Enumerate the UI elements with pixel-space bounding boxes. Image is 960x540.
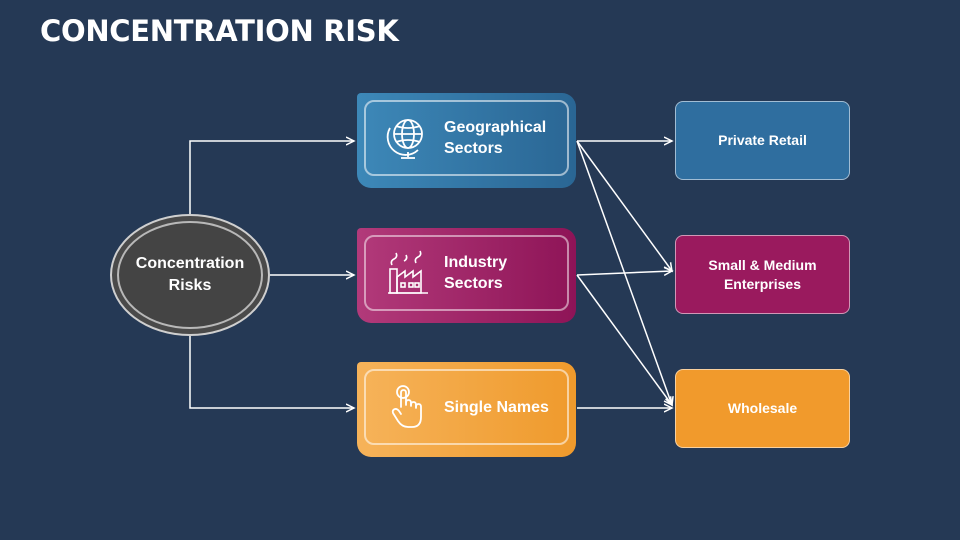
globe-icon (386, 119, 423, 159)
target-wholesale-label: Wholesale (728, 399, 797, 418)
connector-geo-sme (576, 140, 672, 271)
factory-icon (388, 250, 428, 294)
sector-single-names-inner: Single Names (364, 369, 569, 445)
target-sme-line1: Small & Medium (708, 256, 817, 273)
sector-geographical-inner: Geographical Sectors (364, 100, 569, 176)
sector-geographical-line1: Geographical (444, 119, 547, 136)
hub-label-line1: Concentration (135, 255, 245, 272)
target-sme-label: Small & Medium Enterprises (708, 256, 816, 294)
connector-hub-single (189, 336, 354, 408)
target-wholesale-line1: Wholesale (727, 400, 798, 416)
target-wholesale: Wholesale (675, 369, 850, 448)
sector-industry-label: Industry Sectors (444, 252, 507, 294)
sector-industry: Industry Sectors (357, 228, 576, 323)
hub-inner: Concentration Risks (117, 221, 263, 329)
sector-industry-line1: Industry (444, 254, 508, 271)
sector-industry-line2: Sectors (444, 275, 503, 292)
sector-geographical: Geographical Sectors (357, 93, 576, 188)
sector-single-names-label: Single Names (444, 397, 549, 418)
sector-geographical-line2: Sectors (444, 140, 503, 157)
target-private-retail-label: Private Retail (718, 131, 807, 150)
hub-node: Concentration Risks (110, 214, 270, 336)
sector-single-names: Single Names (357, 362, 576, 457)
page-title: CONCENTRATION RISK (40, 14, 399, 48)
hand-pointer-icon (391, 385, 422, 428)
target-sme-line2: Enterprises (723, 275, 802, 292)
sector-industry-inner: Industry Sectors (364, 235, 569, 311)
target-private-retail: Private Retail (675, 101, 850, 180)
sector-geographical-label: Geographical Sectors (444, 117, 546, 159)
hub-label-line2: Risks (168, 277, 212, 294)
hub-label: Concentration Risks (135, 253, 245, 297)
connector-industry-wholesale (576, 274, 672, 405)
target-sme: Small & Medium Enterprises (675, 235, 850, 314)
sector-single-names-line1: Single Names (444, 398, 549, 416)
connector-industry-sme (576, 271, 672, 275)
target-private-retail-line1: Private Retail (718, 132, 807, 148)
connector-hub-geo (189, 141, 354, 214)
